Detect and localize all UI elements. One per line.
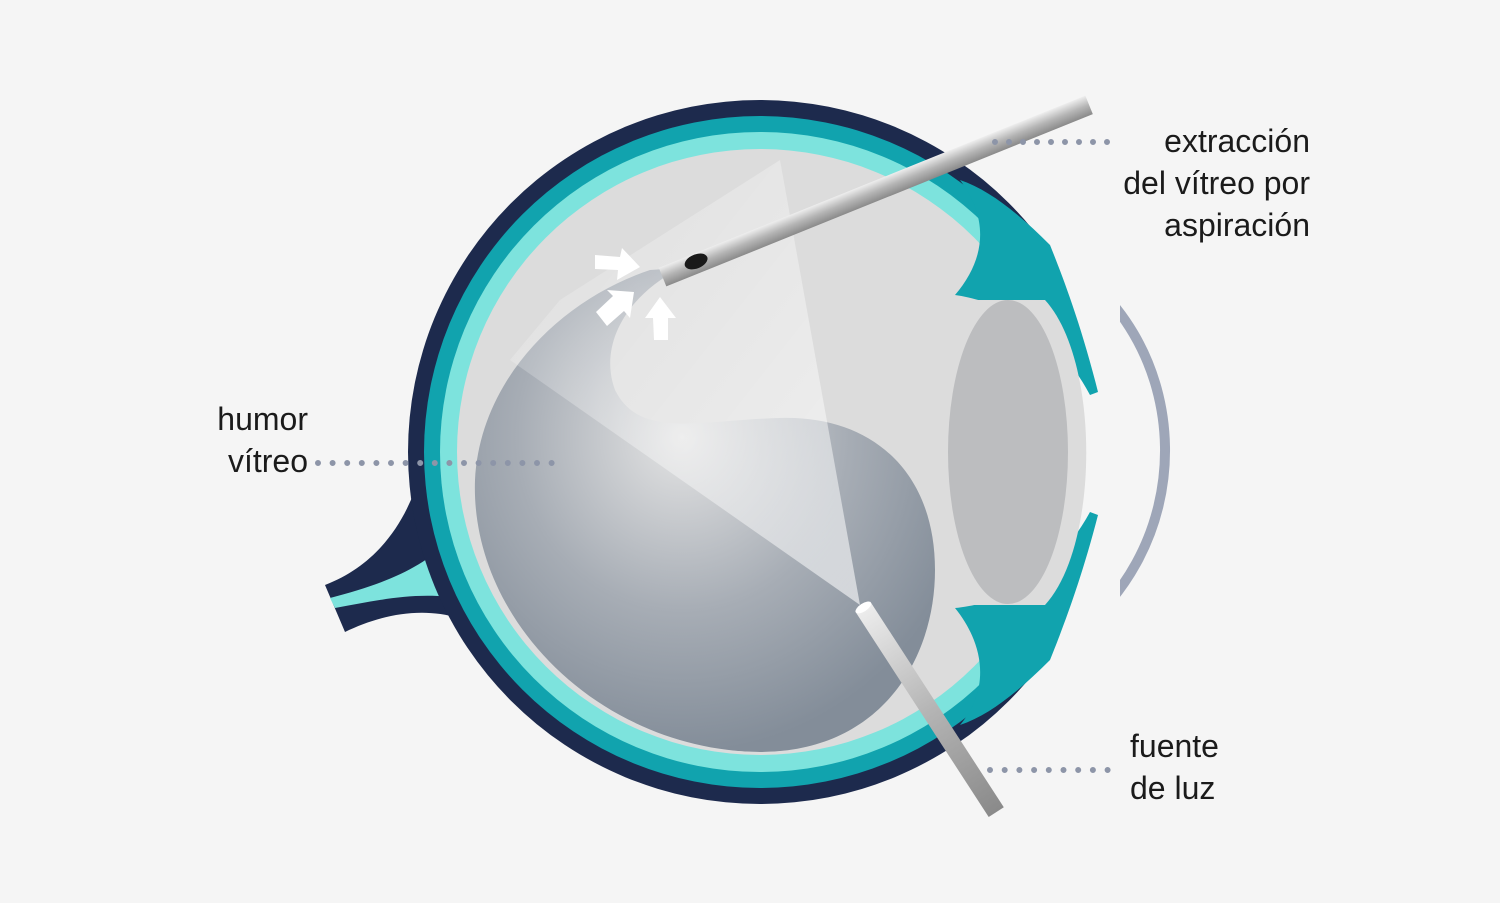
light-cone (510, 160, 860, 605)
probe-opening (684, 253, 708, 270)
label-aspiration: extracción del vítreo por aspiración (1123, 120, 1310, 246)
label-line: vítreo (227, 443, 308, 479)
light-probe (855, 601, 1004, 818)
label-line: fuente (1130, 728, 1219, 764)
vitrector-probe (658, 95, 1093, 287)
label-line: aspiración (1164, 207, 1310, 243)
suction-arrows (595, 248, 676, 340)
label-line: de luz (1130, 770, 1216, 806)
arrow-icon (596, 290, 634, 326)
label-light-source: fuente de luz (1130, 725, 1219, 809)
arrow-icon (595, 248, 640, 280)
lens (948, 300, 1068, 604)
label-line: del vítreo por (1123, 165, 1310, 201)
label-line: humor (217, 401, 308, 437)
arrow-icon (645, 297, 676, 340)
label-line: extracción (1164, 123, 1310, 159)
label-vitreous: humor vítreo (217, 398, 308, 482)
